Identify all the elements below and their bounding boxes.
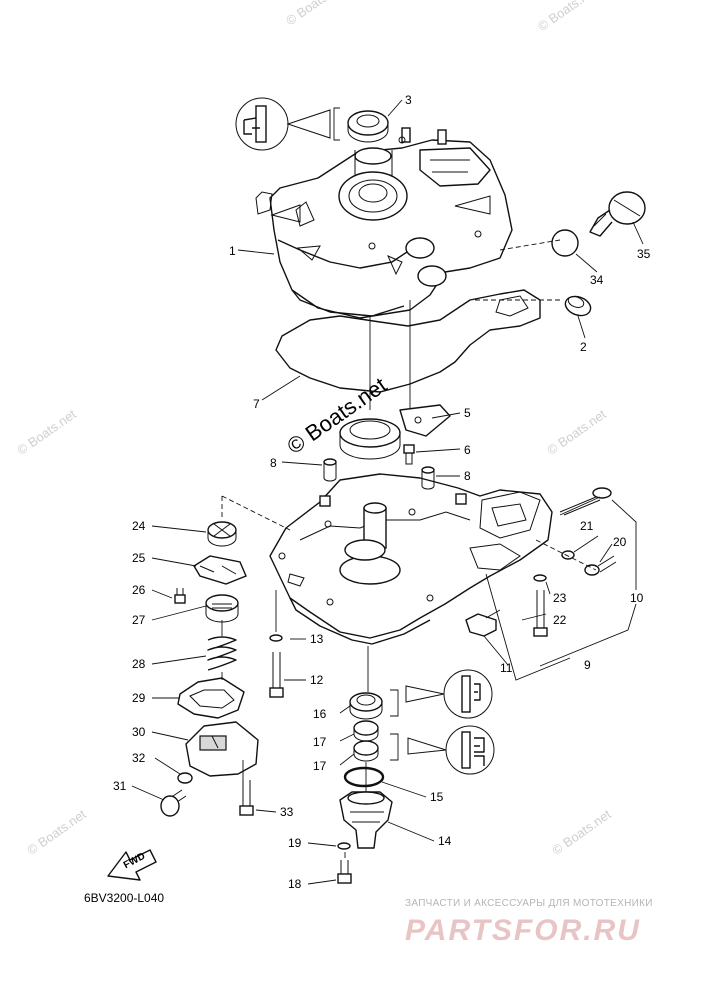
- callout-28: 28: [132, 657, 146, 671]
- watermark-left: © Boats.net: [14, 406, 79, 458]
- housing-14: [339, 791, 393, 849]
- callout-21: 21: [580, 519, 594, 533]
- drain-plug-35: [589, 191, 646, 237]
- callout-31: 31: [113, 779, 127, 793]
- callout-6: 6: [464, 443, 471, 457]
- gasket-29: [177, 677, 245, 719]
- watermark-top-right: © Boats.net: [535, 0, 600, 34]
- bolt-31: [160, 789, 187, 817]
- axis-lines: [221, 300, 601, 858]
- washer-23: [533, 574, 547, 582]
- watermark-bottom-left: © Boats.net: [24, 806, 89, 858]
- footer-brand-logo: PARTSFOR.RU: [405, 914, 641, 947]
- callout-9: 9: [584, 658, 591, 672]
- callout-35: 35: [637, 247, 651, 261]
- callout-25: 25: [132, 551, 146, 565]
- plate-5: [399, 404, 451, 437]
- oil-seal-16: [349, 692, 383, 720]
- leader-lines: [131, 99, 644, 885]
- lower-crankcase: [269, 473, 553, 645]
- seal-detail-icon-17: [390, 725, 495, 775]
- callout-16: 16: [313, 707, 327, 721]
- footer-tagline: ЗАПЧАСТИ И АКСЕССУАРЫ ДЛЯ МОТОТЕХНИКИ: [405, 898, 653, 909]
- washer-32: [177, 772, 193, 784]
- o-ring-34: [551, 229, 579, 257]
- callout-7: 7: [253, 397, 260, 411]
- bolt-22: [533, 590, 548, 637]
- oil-seal-3: [347, 110, 389, 143]
- callout-2: 2: [580, 340, 587, 354]
- bolt-20: [584, 555, 617, 576]
- callout-1: 1: [229, 244, 236, 258]
- cap-27: [205, 594, 239, 623]
- callout-32: 32: [132, 751, 146, 765]
- callout-11: 11: [500, 661, 513, 675]
- drawing-code: 6BV3200-L040: [84, 891, 164, 905]
- callout-5: 5: [464, 406, 471, 420]
- callout-3: 3: [405, 93, 412, 107]
- bolt-12: [269, 652, 284, 698]
- callout-12: 12: [310, 673, 324, 687]
- callout-33: 33: [280, 805, 294, 819]
- seal-detail-icon: [235, 97, 340, 151]
- callout-30: 30: [132, 725, 146, 739]
- seal-detail-icon-16: [390, 669, 493, 719]
- callout-17-lower: 17: [313, 759, 327, 773]
- callout-20: 20: [613, 535, 627, 549]
- oil-seal-17-upper: [353, 720, 379, 742]
- callout-17-upper: 17: [313, 735, 327, 749]
- screw-6: [403, 444, 415, 465]
- cover-25: [193, 555, 247, 585]
- spring-28: [207, 636, 237, 671]
- dowel-pin-8-left: [323, 458, 337, 482]
- fwd-arrow-icon: FWD: [107, 849, 157, 881]
- callout-15: 15: [430, 790, 444, 804]
- housing-30: [185, 721, 259, 777]
- callout-23: 23: [553, 591, 567, 605]
- dowel-pin-8-right: [421, 466, 435, 490]
- sleeve-2: [564, 295, 592, 317]
- watermark-bottom-right: © Boats.net: [549, 806, 614, 858]
- callout-29: 29: [132, 691, 146, 705]
- washer-19: [337, 842, 351, 850]
- watermark-top-right-2: © Boats.net: [283, 0, 348, 28]
- callout-10: 10: [630, 591, 644, 605]
- callout-8-right: 8: [464, 469, 471, 483]
- callout-22: 22: [553, 613, 567, 627]
- callout-34: 34: [590, 273, 604, 287]
- fitting-11: [465, 609, 501, 637]
- callout-8-left: 8: [270, 456, 277, 470]
- gasket-7: [275, 289, 541, 393]
- bolt-10: [559, 487, 612, 516]
- oil-seal-17-lower: [353, 740, 379, 762]
- bearing: [339, 418, 401, 460]
- bolt-18: [337, 860, 352, 884]
- callout-27: 27: [132, 613, 146, 627]
- o-ring-15: [343, 766, 385, 788]
- washer-21: [561, 550, 575, 560]
- watermark-right: © Boats.net: [544, 406, 609, 458]
- callout-numbers: 3 1 35 34 2 7 5 6 8 8 24 21 20 25 26 23 …: [113, 93, 651, 891]
- callout-24: 24: [132, 519, 146, 533]
- screw-26: [174, 588, 186, 604]
- callout-13: 13: [310, 632, 324, 646]
- upper-casing-1: [255, 127, 513, 319]
- washer-13: [269, 634, 283, 642]
- callout-19: 19: [288, 836, 302, 850]
- callout-26: 26: [132, 583, 146, 597]
- plug-24: [207, 521, 237, 547]
- bolt-33: [239, 780, 254, 816]
- axis-line-plug: [475, 239, 562, 301]
- callout-18: 18: [288, 877, 302, 891]
- callout-14: 14: [438, 834, 452, 848]
